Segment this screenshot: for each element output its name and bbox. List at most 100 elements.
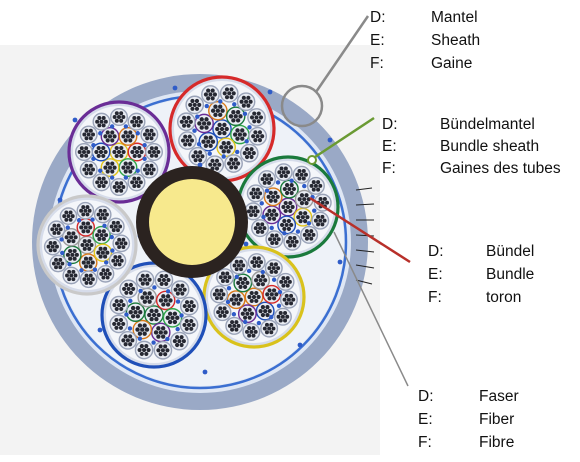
fiber — [83, 225, 88, 230]
fiber — [223, 145, 229, 150]
fiber — [260, 312, 266, 318]
fiber — [145, 281, 150, 286]
fiber — [221, 149, 226, 154]
fiber — [132, 153, 137, 159]
fiber — [158, 298, 164, 303]
fiber — [68, 217, 73, 222]
fiber — [122, 286, 127, 291]
fiber — [73, 273, 78, 278]
fiber — [290, 204, 295, 210]
fiber — [84, 136, 89, 141]
fiber — [163, 352, 168, 357]
fiber — [281, 276, 286, 281]
fiber — [190, 98, 195, 104]
fiber — [114, 145, 119, 151]
fiber — [217, 292, 222, 297]
fiber — [172, 339, 177, 344]
fiber — [98, 246, 103, 251]
fiber — [240, 280, 245, 286]
fiber — [138, 180, 143, 185]
fiber — [85, 229, 91, 234]
fiber — [268, 237, 273, 242]
fiber — [118, 317, 124, 323]
fiber — [212, 162, 217, 167]
subtube — [96, 265, 115, 283]
fiber — [224, 310, 229, 315]
fiber — [203, 143, 209, 149]
jacket-filler-dot — [57, 197, 63, 203]
fiber — [252, 256, 257, 261]
fiber — [254, 298, 259, 304]
subtube — [127, 142, 147, 162]
subtube — [262, 205, 282, 225]
fiber — [214, 296, 219, 301]
fiber — [253, 278, 259, 283]
fiber — [73, 235, 78, 240]
fiber — [112, 165, 117, 170]
subtube — [49, 254, 67, 273]
subtube — [225, 316, 244, 335]
fiber — [114, 299, 119, 304]
fiber — [210, 139, 216, 144]
fiber — [225, 278, 230, 283]
fiber — [98, 149, 104, 155]
jacket-filler-dot — [297, 342, 303, 348]
fiber — [117, 255, 122, 260]
fiber — [252, 263, 257, 268]
jacket-filler-dot — [243, 241, 249, 247]
fiber — [88, 128, 93, 133]
fiber — [101, 184, 106, 189]
fiber — [198, 150, 203, 155]
filler-dot — [104, 260, 109, 265]
fiber — [229, 297, 234, 302]
fiber — [250, 260, 255, 265]
fiber — [103, 246, 108, 251]
fiber — [274, 240, 279, 245]
fiber — [239, 259, 244, 264]
fiber — [210, 158, 215, 163]
fiber — [278, 318, 283, 323]
fiber — [147, 299, 152, 304]
subtube — [230, 124, 250, 145]
fiber — [251, 209, 256, 214]
filler-dot — [195, 114, 200, 119]
fiber — [270, 240, 275, 245]
fiber — [81, 229, 86, 234]
fiber — [98, 216, 103, 221]
fiber — [77, 150, 82, 154]
fiber — [130, 305, 136, 311]
fiber — [130, 165, 135, 170]
subtube — [109, 177, 129, 197]
fiber — [79, 208, 84, 213]
fiber — [132, 123, 137, 128]
fiber — [189, 318, 194, 324]
fiber — [119, 111, 124, 116]
fiber — [254, 290, 259, 296]
subtube — [109, 107, 129, 127]
subtube — [92, 173, 111, 192]
subtube — [247, 253, 266, 272]
fiber — [105, 275, 110, 280]
fiber — [267, 216, 272, 221]
leader-faser — [333, 231, 409, 387]
fiber — [265, 292, 270, 297]
subtube — [127, 112, 146, 131]
fiber — [153, 330, 159, 335]
fiber — [316, 187, 321, 192]
fiber — [159, 274, 164, 279]
fiber — [212, 92, 217, 97]
subtube — [255, 301, 275, 321]
subtube — [188, 146, 208, 166]
fiber — [184, 300, 190, 305]
filler-dot — [135, 168, 140, 173]
lang-d: D: — [382, 116, 398, 133]
fiber — [291, 186, 297, 192]
fiber — [258, 226, 263, 231]
fiber — [158, 330, 163, 335]
fiber — [292, 243, 297, 248]
lang-e: E: — [382, 138, 397, 155]
fiber — [125, 338, 130, 343]
fiber — [227, 91, 232, 96]
fiber — [181, 339, 186, 344]
subtube — [119, 279, 138, 299]
